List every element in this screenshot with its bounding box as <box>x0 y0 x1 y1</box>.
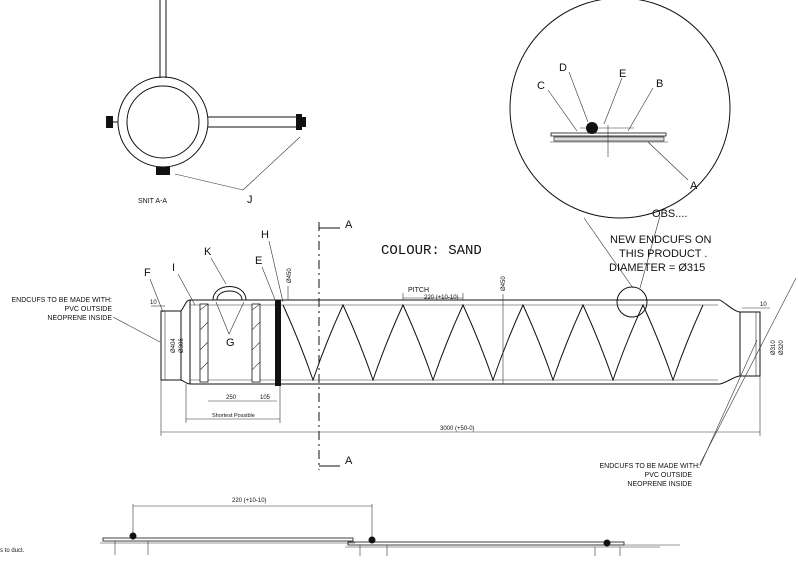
pitch-value: 220 (+10-10) <box>424 295 459 301</box>
label-c: C <box>537 80 545 92</box>
section-mark-top: A <box>345 219 353 231</box>
dia-320: Ø320 <box>779 340 785 355</box>
main-duct <box>160 286 761 386</box>
shortest-possible: Shortest Possible <box>212 413 255 419</box>
endcufs-left-line-2: PVC OUTSIDE <box>65 306 113 313</box>
label-d: D <box>559 62 567 74</box>
obs-line-3: DIAMETER = Ø315 <box>609 262 705 274</box>
endcufs-left-line-3: NEOPRENE INSIDE <box>47 315 112 322</box>
label-b: B <box>656 78 663 90</box>
dia-310: Ø310 <box>771 340 777 355</box>
label-i: I <box>172 262 175 274</box>
label-g: G <box>226 337 235 349</box>
label-e-main: E <box>255 255 262 267</box>
endcufs-right-line-2: PVC OUTSIDE <box>645 472 693 479</box>
detail-circle: C D E B A <box>509 0 731 318</box>
section-mark-bottom: A <box>345 455 353 467</box>
section-view-a-a: SNIT A-A J <box>106 0 306 206</box>
dim-105: 105 <box>260 395 271 401</box>
dia-306: Ø306 <box>179 338 185 353</box>
label-k: K <box>204 246 212 258</box>
total-length: 3000 (+50-0) <box>440 426 475 432</box>
section-label: SNIT A-A <box>138 198 167 205</box>
dia-404: Ø404 <box>171 338 177 353</box>
label-a-detail: A <box>690 180 698 192</box>
colour-note: COLOUR: SAND <box>381 243 482 259</box>
strip-bead-1-icon <box>129 532 137 540</box>
endcufs-right-line-3: NEOPRENE INSIDE <box>627 481 692 488</box>
bottom-strip-detail: 220 (+10-10) <box>100 498 680 556</box>
nozzle-left-icon <box>106 116 113 128</box>
endcufs-left-line-1: ENDCUFS TO BE MADE WITH: <box>12 297 113 304</box>
label-f: F <box>144 267 151 279</box>
dim-10-right: 10 <box>760 302 767 308</box>
nozzle-bottom-icon <box>156 167 170 175</box>
bottom-pitch: 220 (+10-10) <box>232 498 267 504</box>
label-h: H <box>261 229 269 241</box>
obs-line-2: THIS PRODUCT . <box>619 248 707 260</box>
obs-line-1: NEW ENDCUFS ON <box>610 234 712 246</box>
bead-icon <box>586 122 598 134</box>
endcufs-right-line-1: ENDCUFS TO BE MADE WITH: <box>600 463 701 470</box>
dia-450-b: Ø450 <box>501 276 507 291</box>
dim-250: 250 <box>226 395 237 401</box>
pitch-label: PITCH <box>408 287 429 294</box>
dim-10-left: 10 <box>150 300 157 306</box>
footer-fragment: s to duct. <box>0 548 25 554</box>
dia-450: Ø450 <box>287 268 293 283</box>
strip-bead-2-icon <box>368 536 376 544</box>
obs-title: OBS.... <box>652 208 687 220</box>
label-j: J <box>247 194 253 206</box>
nozzle-right-icon <box>296 114 302 130</box>
label-e-detail: E <box>619 68 626 80</box>
strip-bead-3-icon <box>603 539 611 547</box>
